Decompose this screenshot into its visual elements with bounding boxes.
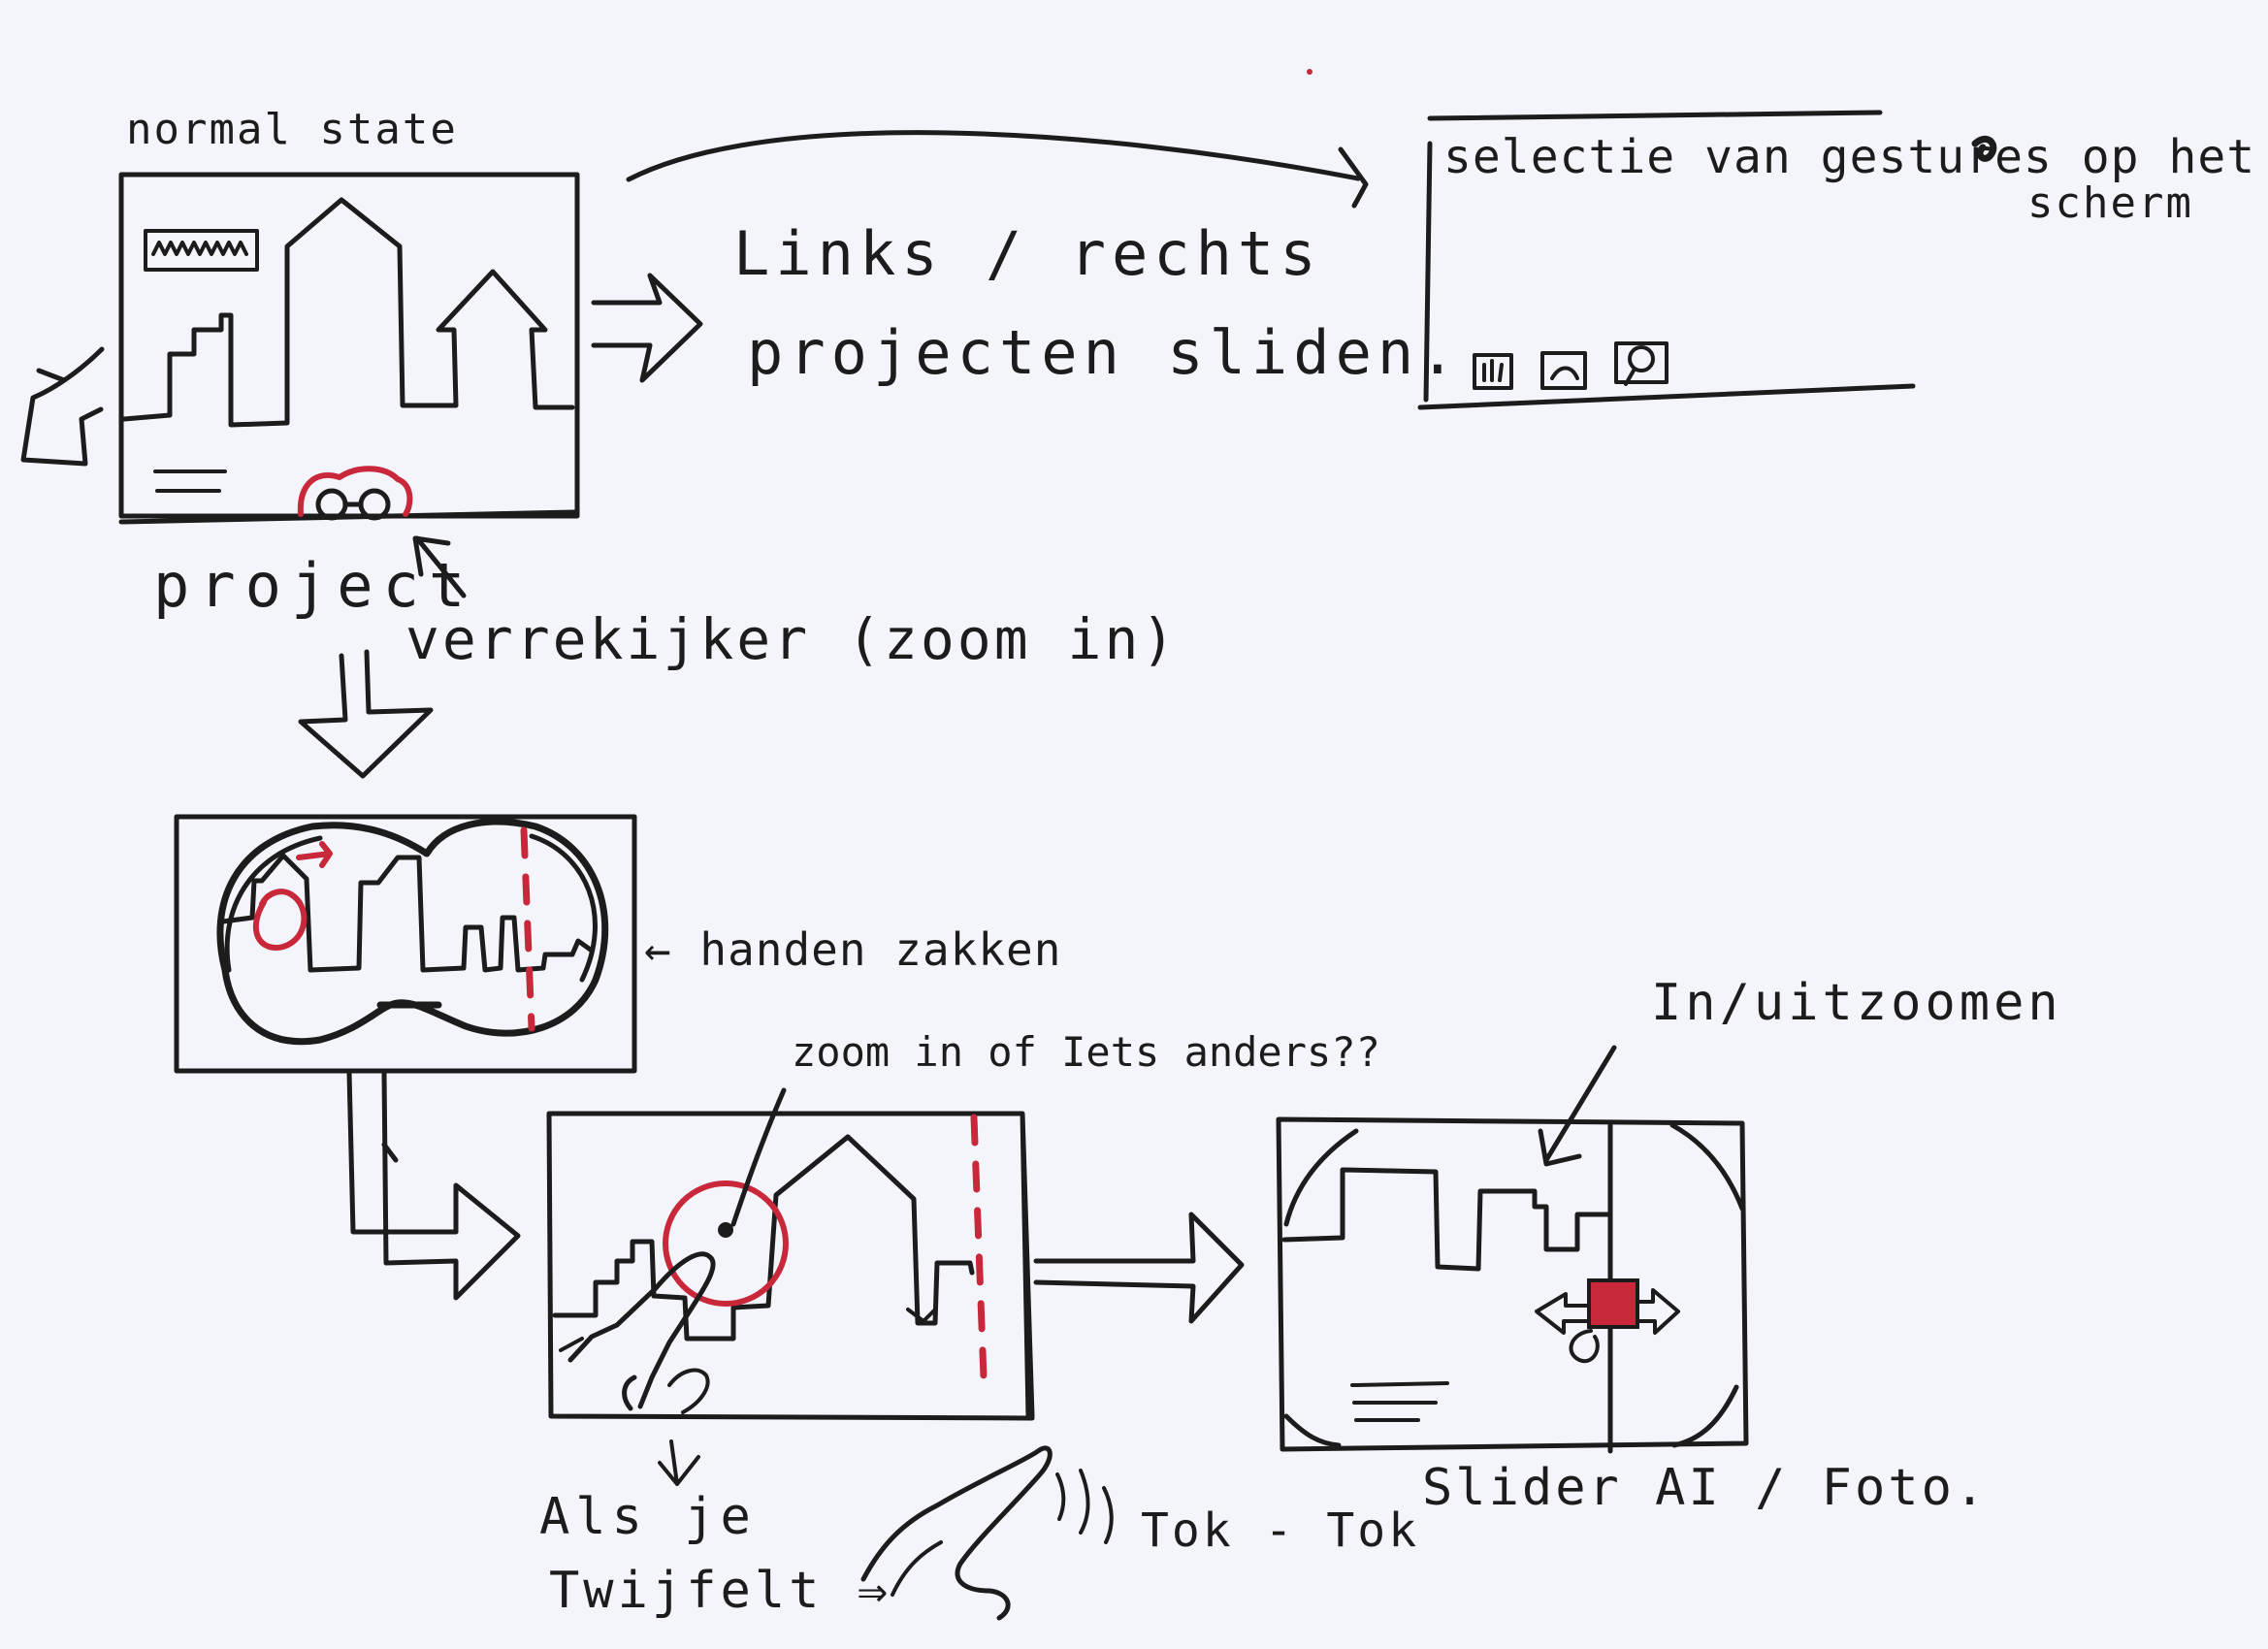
gesture-icon-1 (1473, 353, 1513, 390)
normal-state-label: normal state (126, 105, 458, 154)
in-out-zoom-pointer (1538, 1045, 1617, 1167)
scherm-label: scherm (2027, 178, 2193, 228)
slider-text-lines-icon (1350, 1381, 1449, 1422)
binocular-skyline (220, 853, 595, 973)
gestures-panel (1417, 110, 1916, 410)
selectie-label: selectie van gestures op het (1443, 130, 2256, 184)
als-je-label: Als je (539, 1488, 757, 1546)
normal-state-frame (118, 172, 580, 525)
twijfelt-label: Twijfelt ⇒ (549, 1562, 892, 1620)
normal-state-skyline (121, 197, 575, 428)
down-arrow-icon (298, 649, 434, 779)
links-rechts-label: Links / rechts (733, 218, 1322, 289)
top-curve-arrow-icon (626, 130, 1369, 209)
verrekijker-label: verrekijker (zoom in) (405, 606, 1179, 672)
binoculars-icon (297, 466, 413, 521)
small-down-arrow-icon (658, 1439, 700, 1486)
gesture-icon-3 (1614, 341, 1669, 386)
binocular-view-frame (174, 814, 637, 1074)
binocular-red-circle (252, 826, 535, 1032)
touch-view-skyline (552, 1134, 975, 1342)
gesture-icon-2 (1540, 351, 1587, 390)
in-uitzoomen-label: In/uitzoomen (1651, 974, 2062, 1032)
slider-view-skyline (1281, 1167, 1611, 1272)
elbow-arrow-icon (346, 1070, 521, 1301)
stray-red-dot (1307, 69, 1312, 75)
pointing-hand-icon (559, 1251, 716, 1414)
tok-tok-label: Tok - Tok (1141, 1504, 1420, 1558)
text-lines-icon (153, 469, 227, 493)
touch-view-frame (546, 1111, 1035, 1421)
handen-zakken-label: ← handen zakken (644, 923, 1062, 976)
touch-zoom-red-circle (663, 1114, 988, 1381)
swipe-right-arrow-icon (591, 273, 703, 383)
projecten-sliden-label: projecten sliden. (747, 317, 1462, 388)
pointer-arrow-icon (412, 535, 467, 598)
slider-handle (1535, 1278, 1680, 1364)
binocular-lenses (216, 818, 609, 1046)
zoom-label-pointer (730, 1087, 787, 1227)
project-label: project (153, 550, 475, 621)
scribble-mark (1971, 135, 1997, 162)
long-right-arrow-icon (1033, 1212, 1245, 1324)
tapping-hand-icon (860, 1445, 1114, 1621)
back-curve-arrow-icon (20, 346, 105, 467)
slider-label: Slider AI / Foto. (1422, 1459, 1989, 1517)
menu-tag (144, 229, 259, 272)
zoom-in-of-label: zoom in of Iets anders?? (792, 1028, 1380, 1076)
